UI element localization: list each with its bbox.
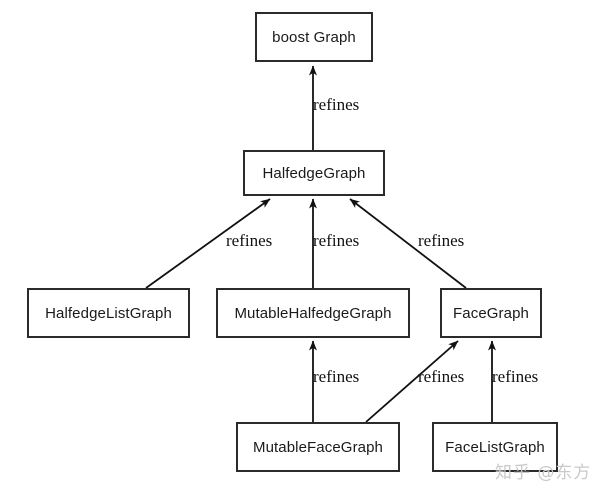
edge-lines [145, 65, 496, 423]
edge-mutable-face-graph-to-face-graph [365, 340, 459, 423]
edge-label-e5: refines [313, 367, 360, 386]
node-label: HalfedgeGraph [262, 164, 366, 182]
node-label: boost Graph [272, 28, 356, 46]
edge-halfedge-list-graph-to-halfedge-graph [145, 198, 271, 289]
node-label: FaceGraph [453, 304, 529, 322]
node-label: HalfedgeListGraph [45, 304, 172, 322]
node-mutable-face-graph[interactable]: MutableFaceGraph [236, 422, 400, 472]
zhihu-watermark: 知乎 @东方 [495, 463, 592, 483]
edge-label-e4: refines [418, 231, 465, 250]
node-face-graph[interactable]: FaceGraph [440, 288, 542, 338]
edge-label-e1: refines [313, 95, 360, 114]
edge-label-e2: refines [226, 231, 273, 250]
node-label: FaceListGraph [445, 438, 545, 456]
edge-label-e3: refines [313, 231, 360, 250]
edge-face-graph-to-halfedge-graph [349, 198, 467, 289]
node-mutable-halfedge-graph[interactable]: MutableHalfedgeGraph [216, 288, 410, 338]
node-label: MutableFaceGraph [252, 438, 383, 456]
node-halfedge-graph[interactable]: HalfedgeGraph [243, 150, 385, 196]
edge-label-e7: refines [492, 367, 539, 386]
node-halfedge-list-graph[interactable]: HalfedgeListGraph [27, 288, 190, 338]
node-label: MutableHalfedgeGraph [234, 304, 392, 322]
node-face-list-graph[interactable]: FaceListGraph [432, 422, 558, 472]
edge-label-e6: refines [418, 367, 465, 386]
node-boost-graph[interactable]: boost Graph [255, 12, 373, 62]
